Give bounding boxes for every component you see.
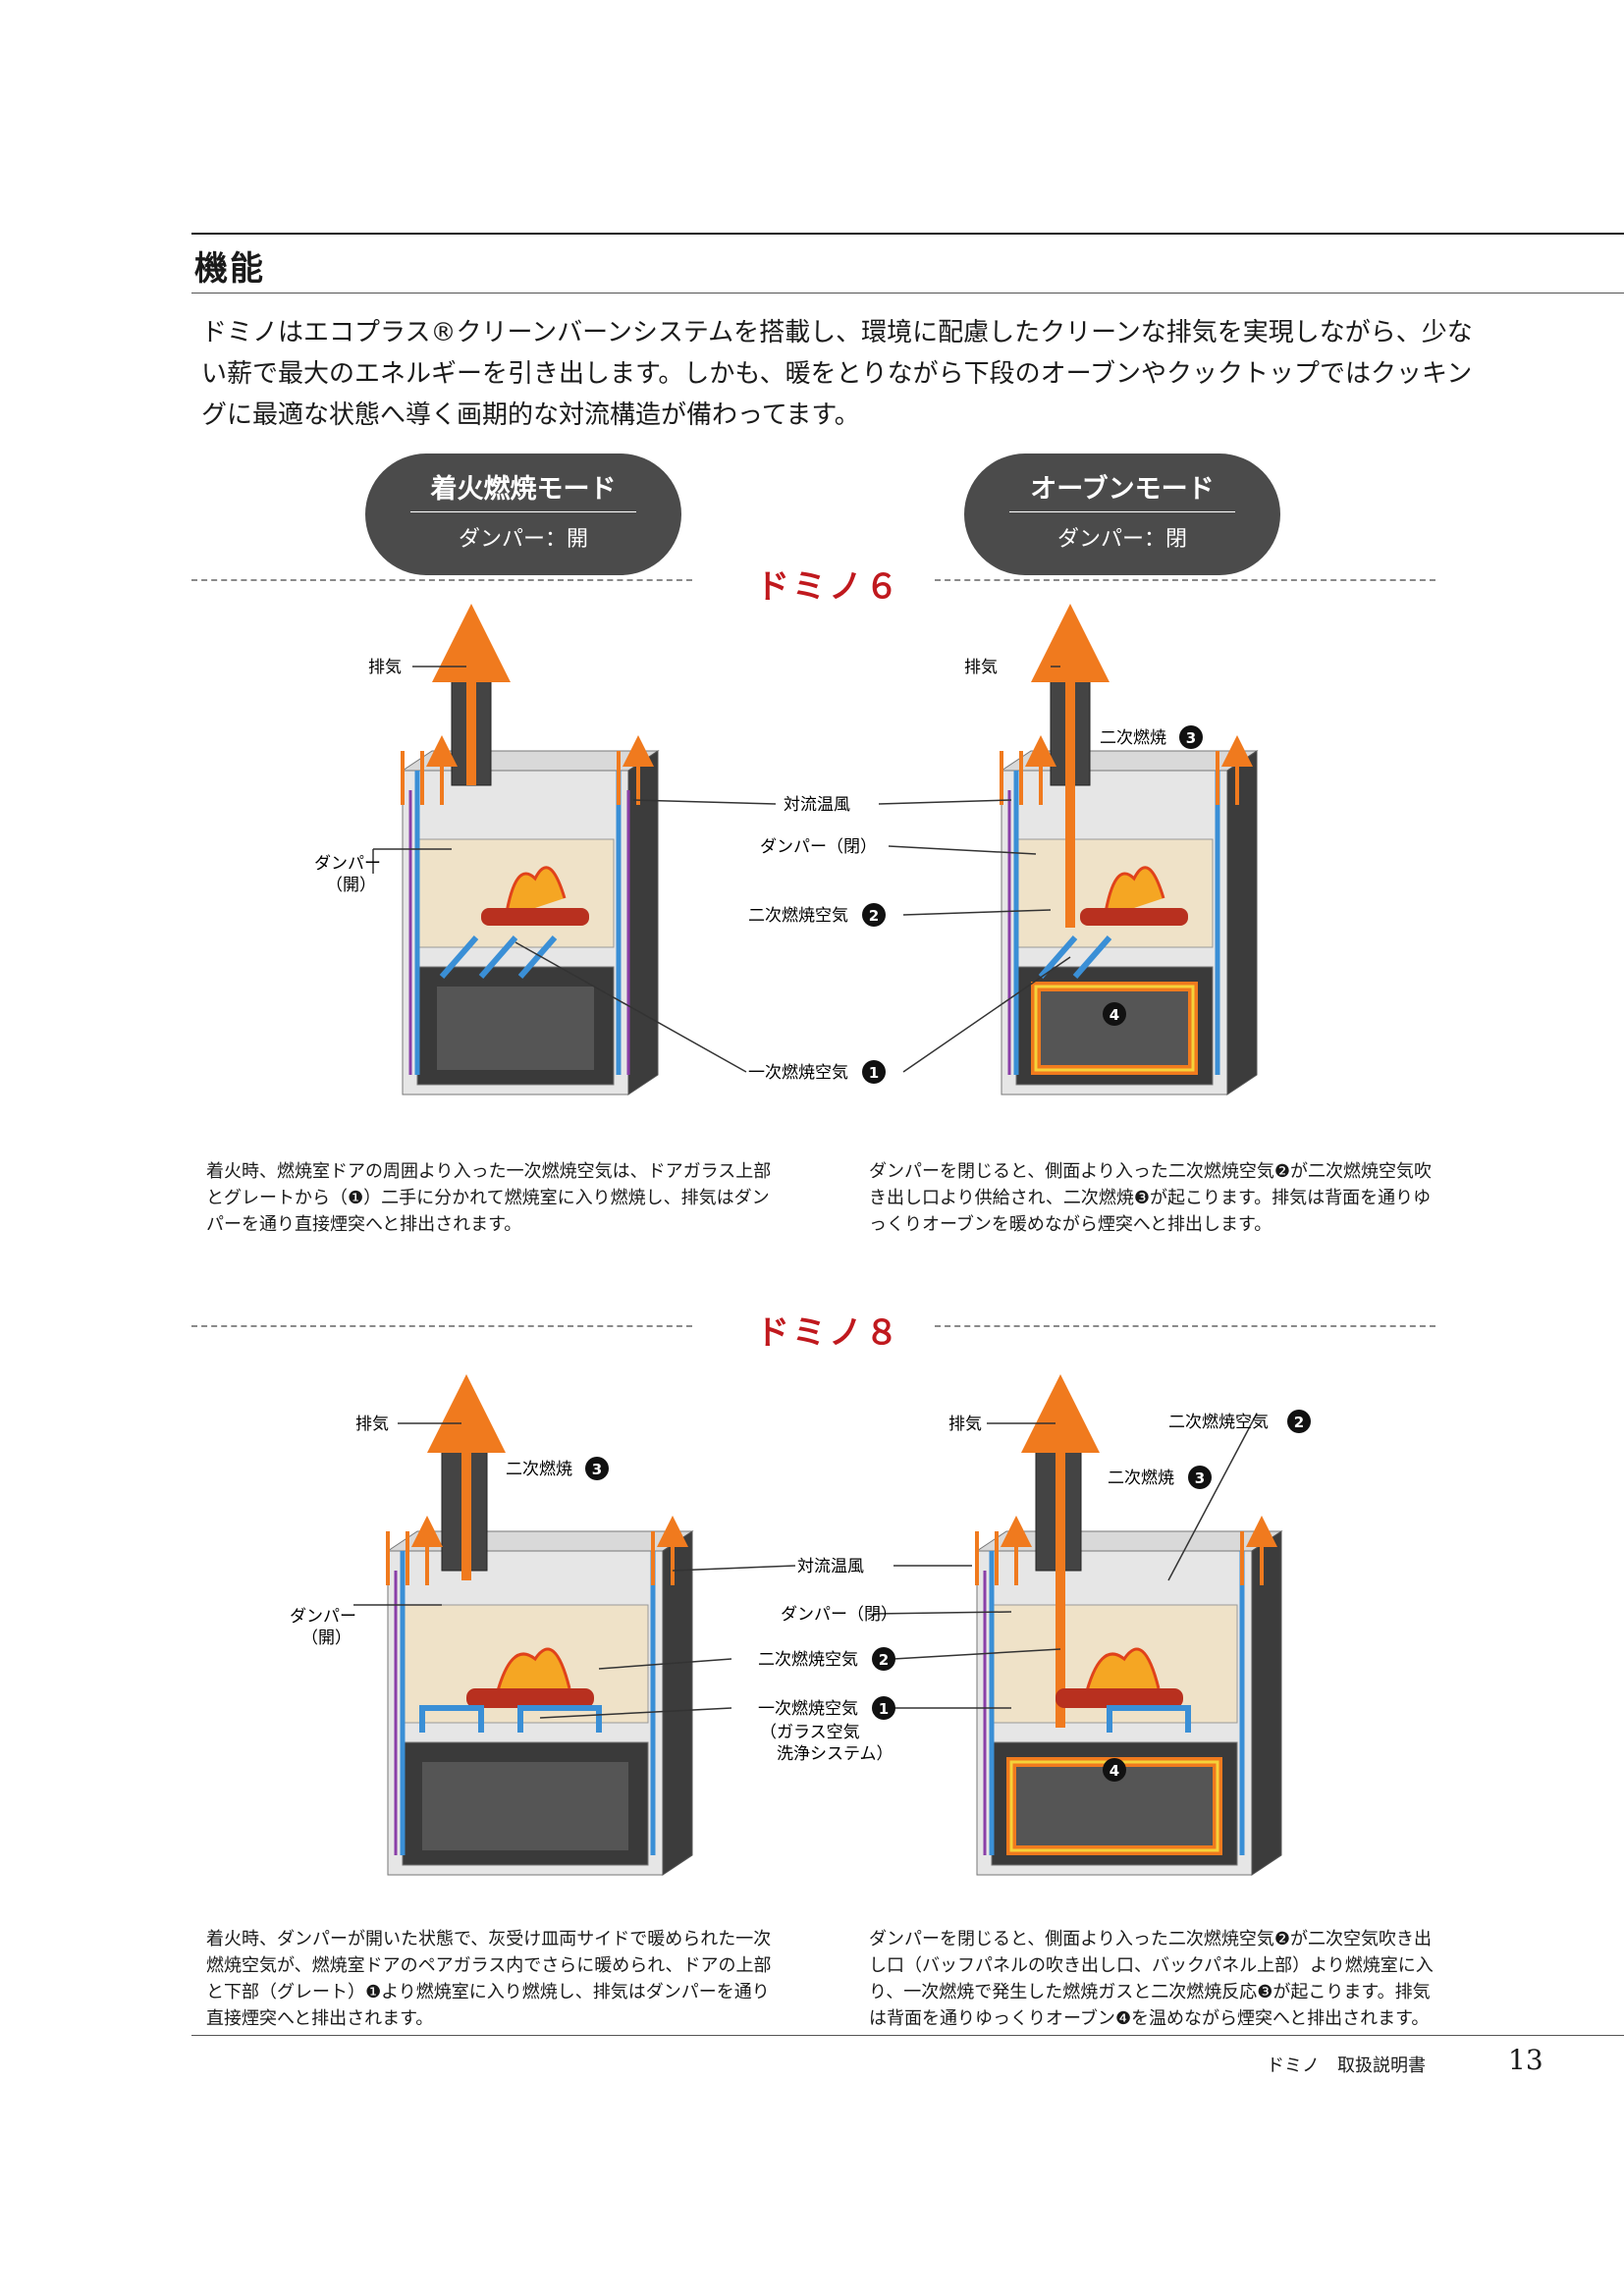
mode-subtitle: ダンパー：開	[458, 527, 588, 552]
label-damper-closed: ダンパー（閉）	[760, 837, 877, 857]
marker-3	[585, 1457, 609, 1480]
marker-3-label: 3	[1186, 729, 1196, 747]
footer-rule	[191, 2035, 1624, 2036]
mode-subtitle: ダンパー：閉	[1056, 527, 1187, 552]
title-underline	[191, 293, 1624, 294]
marker-2	[862, 903, 886, 927]
label-exhaust-right: 排気	[964, 658, 998, 677]
stove-left-illustration	[386, 1374, 692, 1876]
label-exhaust-right: 排気	[948, 1415, 982, 1434]
marker-4-label: 4	[1110, 1006, 1119, 1024]
model-heading-domino6: ドミノ６	[756, 567, 901, 607]
pill-divider	[1009, 511, 1235, 512]
stove-left-illustration	[401, 604, 658, 1095]
marker-1	[862, 1060, 886, 1084]
marker-3-label: 3	[1195, 1469, 1205, 1487]
model-heading-domino8: ドミノ８	[756, 1313, 901, 1353]
label-damper-open: ダンパー	[290, 1607, 356, 1627]
marker-3	[1188, 1466, 1212, 1489]
domino6-desc-left: 着火時、燃焼室ドアの周囲より入った一次燃焼空気は、ドアガラス上部とグレートから（…	[206, 1161, 772, 1235]
domino6-desc-right: ダンパーを閉じると、側面より入った二次燃焼空気❷が二次燃焼空気吹き出し口より供給…	[869, 1161, 1433, 1235]
divider-dashed	[191, 1325, 692, 1327]
label-glass-air-wash: （ガラス空気	[760, 1723, 860, 1742]
marker-3-label: 3	[592, 1461, 602, 1478]
marker-1	[872, 1696, 895, 1720]
domino6-diagram: 排気 排気 ダンパー （開） 二次燃焼 3 対流温風 ダンパー（閉） 二次燃焼空…	[295, 604, 1473, 1153]
marker-2-label: 2	[869, 907, 879, 925]
marker-4	[1103, 1002, 1126, 1026]
marker-1-label: 1	[869, 1064, 879, 1082]
label-damper-closed: ダンパー（閉）	[781, 1605, 897, 1625]
label-exhaust-left: 排気	[355, 1415, 389, 1434]
marker-4	[1103, 1758, 1126, 1782]
leader-lines	[353, 1413, 1258, 1719]
marker-4-label: 4	[1110, 1762, 1119, 1780]
label-secondary-burn-left: 二次燃焼	[506, 1460, 572, 1479]
marker-3	[1179, 725, 1203, 749]
domino8-diagram: 排気 排気 ダンパー （開） 二次燃焼 3 二次燃焼空気 2 二次燃焼 3 対流…	[285, 1355, 1483, 1924]
label-glass-air-wash-2: 洗浄システム）	[760, 1744, 893, 1764]
mode-pill-oven: オーブンモード ダンパー：閉	[964, 454, 1280, 575]
divider-dashed	[191, 579, 692, 581]
domino8-desc-right: ダンパーを閉じると、側面より入った二次燃焼空気❷が二次空気吹き出し口（バッフパネ…	[869, 1929, 1434, 2029]
label-convection: 対流温風	[797, 1557, 864, 1576]
domino8-desc-left: 着火時、ダンパーが開いた状態で、灰受け皿両サイドで暖められた一次燃焼空気が、燃焼…	[206, 1929, 772, 2029]
marker-2-label: 2	[879, 1651, 889, 1669]
divider-dashed	[935, 1325, 1435, 1327]
pill-divider	[410, 511, 636, 512]
label-secondary-air: 二次燃焼空気	[748, 906, 848, 926]
label-damper-open-paren: （開）	[326, 876, 376, 895]
label-secondary-air-top: 二次燃焼空気	[1168, 1413, 1269, 1432]
label-exhaust-left: 排気	[368, 658, 402, 677]
label-primary-air: 一次燃焼空気	[758, 1699, 858, 1719]
top-rule	[191, 233, 1624, 235]
label-primary-air: 一次燃焼空気	[748, 1063, 848, 1083]
marker-2	[872, 1647, 895, 1671]
marker-1-label: 1	[879, 1700, 889, 1718]
mode-pill-ignition: 着火燃焼モード ダンパー：開	[365, 454, 681, 575]
section-title: 機能	[194, 249, 265, 289]
label-damper-open: ダンパー	[314, 854, 381, 874]
label-convection: 対流温風	[784, 795, 850, 815]
marker-2-label: 2	[1294, 1414, 1304, 1431]
mode-title: 着火燃焼モード	[430, 474, 617, 505]
label-damper-open-paren: （開）	[301, 1629, 352, 1648]
label-secondary-burn-right: 二次燃焼	[1108, 1468, 1174, 1488]
marker-2	[1287, 1410, 1311, 1433]
mode-title: オーブンモード	[1030, 474, 1215, 505]
page-number: 13	[1508, 2044, 1543, 2076]
leader-lines	[372, 666, 1071, 1073]
divider-dashed	[935, 579, 1435, 581]
intro-paragraph: ドミノはエコプラス®クリーンバーンシステムを搭載し、環境に配慮したクリーンな排気…	[201, 318, 1473, 430]
label-secondary-burn: 二次燃焼	[1100, 728, 1166, 748]
label-secondary-air: 二次燃焼空気	[758, 1650, 858, 1670]
stove-right-illustration	[1000, 604, 1257, 1095]
footer-title: ドミノ 取扱説明書	[1267, 2056, 1426, 2076]
